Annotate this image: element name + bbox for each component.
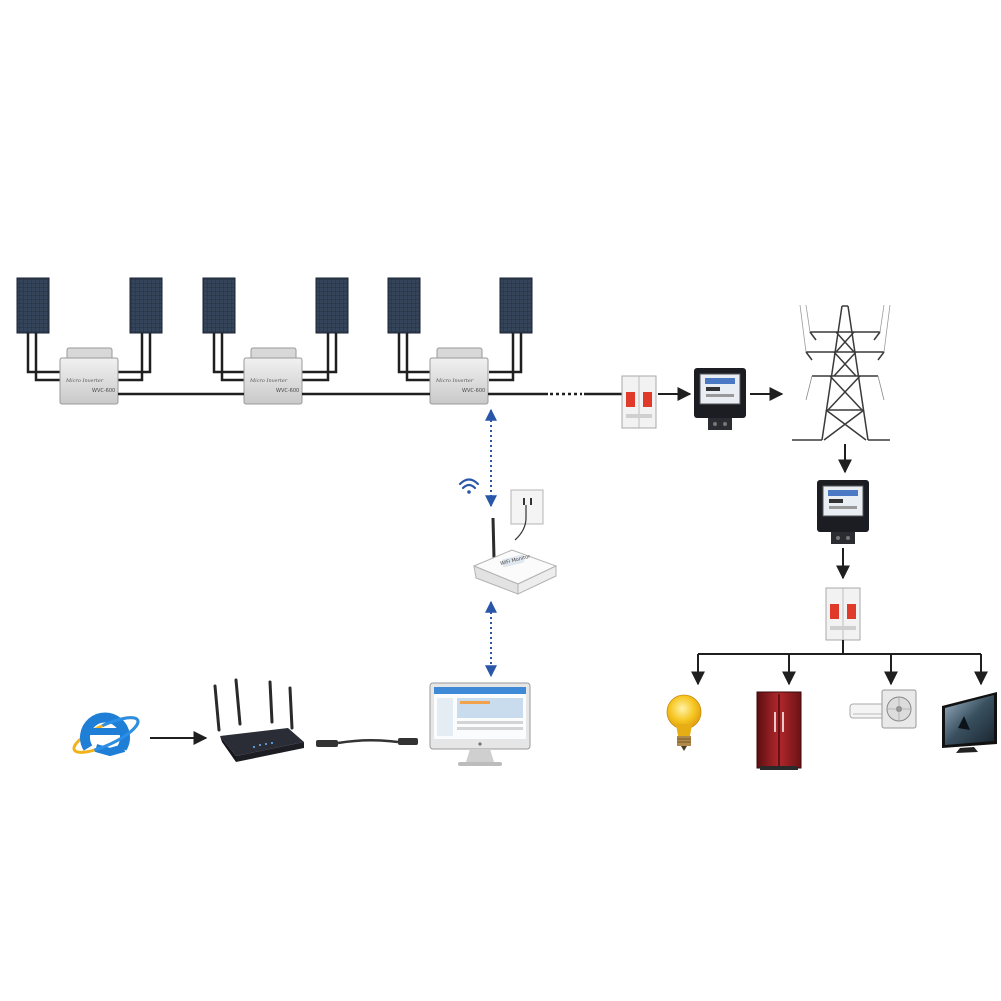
air-conditioner-icon [849,689,917,729]
television-icon [942,692,997,753]
micro-inverter-icon: Micro Inverter WVC-600 [243,347,303,405]
panel-wires [26,333,523,382]
solar-panel-icon [202,277,236,334]
light-bulb-icon [666,694,702,751]
inverter-model: WVC-600 [92,388,115,394]
micro-inverter-icon: Micro Inverter WVC-600 [429,347,489,405]
wifi-icon [458,478,480,494]
wifi-gateway-icon: WiFi Monitor [472,517,558,595]
desktop-monitor-icon [429,682,531,766]
router-icon [213,678,304,762]
ethernet-cable-icon [316,738,418,747]
inverter-label: Micro Inverter [65,378,104,384]
distribution-wires [691,640,988,686]
micro-inverter-icon: Micro Inverter WVC-600 [59,347,119,405]
solar-panel-icon [129,277,163,334]
solar-panel-icon [499,277,533,334]
solar-panel-icon [16,277,50,334]
solar-panel-icon [315,277,349,334]
wall-socket-icon [510,489,544,541]
inverter-model: WVC-600 [276,388,299,394]
circuit-breaker-icon [825,587,861,641]
inverter-model: WVC-600 [462,388,485,394]
circuit-breaker-icon [621,375,657,429]
internet-explorer-icon [72,712,140,757]
electric-meter-icon [694,368,746,430]
solar-panel-icon [387,277,421,334]
electric-meter-icon [817,480,869,544]
inverter-label: Micro Inverter [249,378,288,384]
refrigerator-icon [756,691,802,770]
transmission-tower-icon [792,304,891,441]
inverter-label: Micro Inverter [435,378,474,384]
